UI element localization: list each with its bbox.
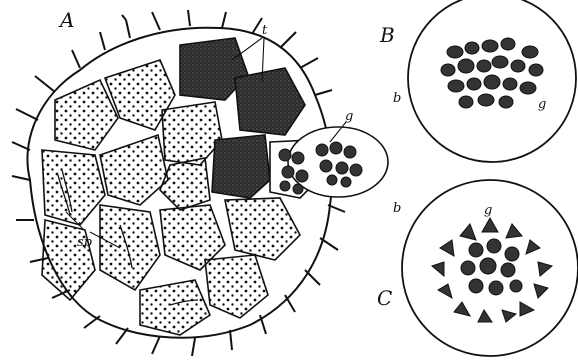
- figure-b: B b g: [379, 0, 576, 162]
- label-b-wall: b: [393, 91, 401, 106]
- label-g-b: g: [538, 97, 546, 112]
- colony-a: A t g sp: [12, 8, 388, 356]
- label-c: C: [377, 286, 392, 310]
- label-g-a: g: [345, 109, 353, 124]
- label-t: t: [262, 23, 268, 38]
- label-c-wall: b: [393, 201, 401, 216]
- figure-c: C b g: [377, 180, 578, 356]
- label-sp: sp: [77, 235, 93, 250]
- label-b: B: [379, 23, 395, 47]
- dark-cell: [212, 135, 270, 198]
- label-a: A: [58, 8, 74, 32]
- label-g-c: g: [484, 203, 492, 218]
